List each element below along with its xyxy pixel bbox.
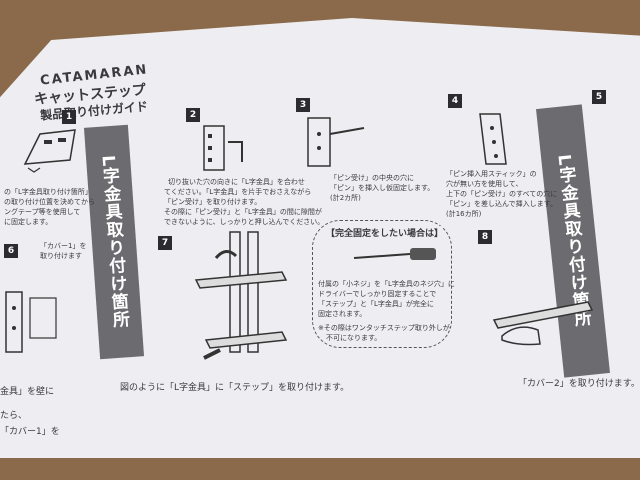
- step-number-2: 2: [186, 108, 200, 122]
- center-paragraph-2: てください。「L字金具」を片手でおさえながら: [164, 188, 312, 196]
- right-paragraph-1: 「ピン挿入用スティック」の: [446, 170, 537, 178]
- complete-paragraph-5: ※その際はワンタッチステップ取り外しが: [318, 324, 450, 332]
- left-note-4: に固定します。: [4, 218, 53, 226]
- complete-paragraph-4: 固定されます。: [318, 310, 367, 318]
- complete-fixing-title: 【完全固定をしたい場合は】: [326, 226, 444, 239]
- left-bottom-3: 「カバー1」を: [0, 427, 60, 437]
- right-paragraph-5: (計16カ所): [446, 210, 482, 218]
- screwdriver-icon: [353, 248, 436, 260]
- complete-fixing-box: [312, 220, 452, 348]
- step-number-8: 8: [478, 230, 492, 244]
- left-bottom-2: たら、: [0, 411, 28, 421]
- step-number-1: 1: [62, 110, 76, 124]
- center-paragraph-1: 切り抜いた穴の向きに「L字金具」を合わせ: [168, 178, 305, 186]
- center-paragraph-4: その際に「ピン受け」と「L字金具」の間に隙間が: [164, 208, 322, 216]
- step8-caption: 「カバー2」を取り付けます。: [518, 379, 640, 389]
- step2-illustration: [203, 125, 243, 171]
- pin-paragraph-3: (計2カ所): [330, 194, 361, 202]
- instruction-sheet: CATAMARAN キャットステップ 製品取り付けガイド L字金具取り付け箇所 …: [0, 18, 640, 458]
- step6-illustration: [5, 291, 57, 353]
- left-bottom-1: 金具」を壁に: [0, 387, 55, 397]
- left-note-1: の「L字金具取り付け箇所」: [4, 188, 92, 196]
- step-number-4: 4: [448, 94, 462, 108]
- center-paragraph-5: できないように、しっかりと押し込んでください。: [164, 218, 325, 226]
- right-paragraph-4: 「ピン」を差し込んで挿入します。: [446, 200, 557, 208]
- step8-illustration: [492, 301, 594, 346]
- step1-illustration: [23, 129, 76, 173]
- complete-paragraph-6: 不可になります。: [326, 334, 382, 342]
- step7-illustration: [194, 231, 288, 360]
- band-bracket-location-left: L字金具取り付け箇所: [83, 124, 145, 360]
- step3-illustration: [307, 117, 365, 167]
- complete-paragraph-3: 「ステップ」と「L字金具」が完全に: [318, 300, 434, 308]
- right-paragraph-2: 穴が無い方を使用して、: [446, 180, 523, 188]
- step-number-5: 5: [592, 90, 606, 104]
- step-number-6: 6: [4, 244, 18, 258]
- step-number-7: 7: [158, 236, 172, 250]
- complete-paragraph-2: ドライバーでしっかり固定することで: [318, 290, 437, 298]
- right-paragraph-3: 上下の「ピン受け」のすべての穴に: [446, 190, 558, 198]
- center-paragraph-3: 「ピン受け」を取り付けます。: [164, 198, 262, 206]
- left-note-3: ングテープ等を使用して: [4, 208, 81, 216]
- step-number-3: 3: [296, 98, 310, 112]
- cover1-label-2: 取り付けます: [40, 252, 82, 260]
- cover1-label: 「カバー1」を: [40, 242, 87, 250]
- step7-caption: 図のように「L字金具」に「ステップ」を取り付けます。: [120, 383, 350, 393]
- left-note-2: の取り付け位置を決めてから: [4, 198, 95, 206]
- complete-paragraph-1: 付属の「小ネジ」を「L字金具のネジ穴」に: [318, 280, 455, 288]
- pin-paragraph-2: 「ピン」を挿入し仮固定します。: [330, 184, 435, 192]
- pin-paragraph-1: 「ピン受け」の中央の穴に: [330, 174, 414, 182]
- step4-illustration: [479, 113, 507, 165]
